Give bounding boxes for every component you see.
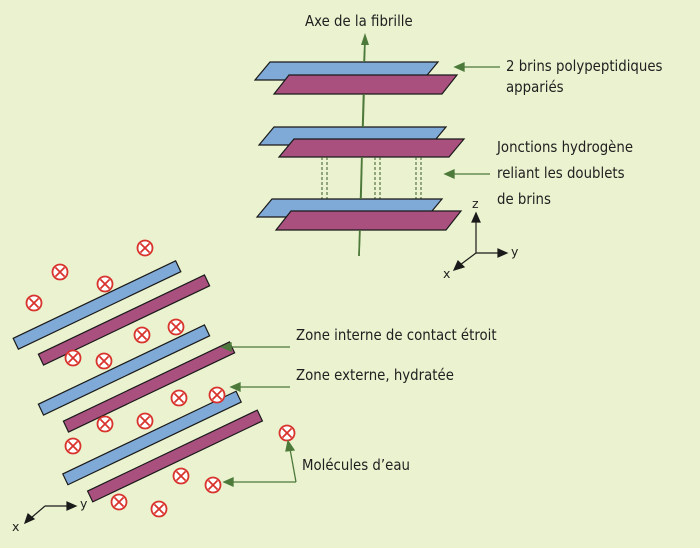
section-axis-y-label: y (80, 496, 88, 511)
strand-magenta-2 (277, 138, 466, 158)
hydrogen-bonds-label-line3: de brins (497, 190, 551, 208)
fibril-axis-arrowhead (361, 33, 369, 45)
hydrogen-bonds-label-line1: Jonctions hydrogène (497, 138, 634, 156)
leader-water-up (289, 448, 297, 483)
hydrogen-bonds-label-line2: reliant les doublets (497, 164, 625, 182)
axes-2d (24, 501, 78, 525)
paired-strands-label-line1: 2 brins polypeptidiques (506, 57, 663, 75)
inner-zone-label: Zone interne de contact étroit (296, 326, 497, 344)
fibril-axis-label: Axe de la fibrille (305, 12, 413, 30)
section-strands (12, 260, 264, 503)
strand-magenta-1 (272, 74, 459, 95)
axis-y-label: y (511, 244, 519, 259)
axis-x-label: x (443, 266, 451, 281)
paired-strands-label-line2: appariés (506, 78, 564, 96)
axis-z-label: z (472, 196, 479, 211)
axes-3d (452, 211, 509, 271)
strand-magenta-3 (274, 210, 463, 231)
water-label: Molécules d’eau (302, 456, 410, 474)
section-axis-x-label: x (12, 519, 20, 534)
outer-zone-label: Zone externe, hydratée (296, 366, 454, 384)
